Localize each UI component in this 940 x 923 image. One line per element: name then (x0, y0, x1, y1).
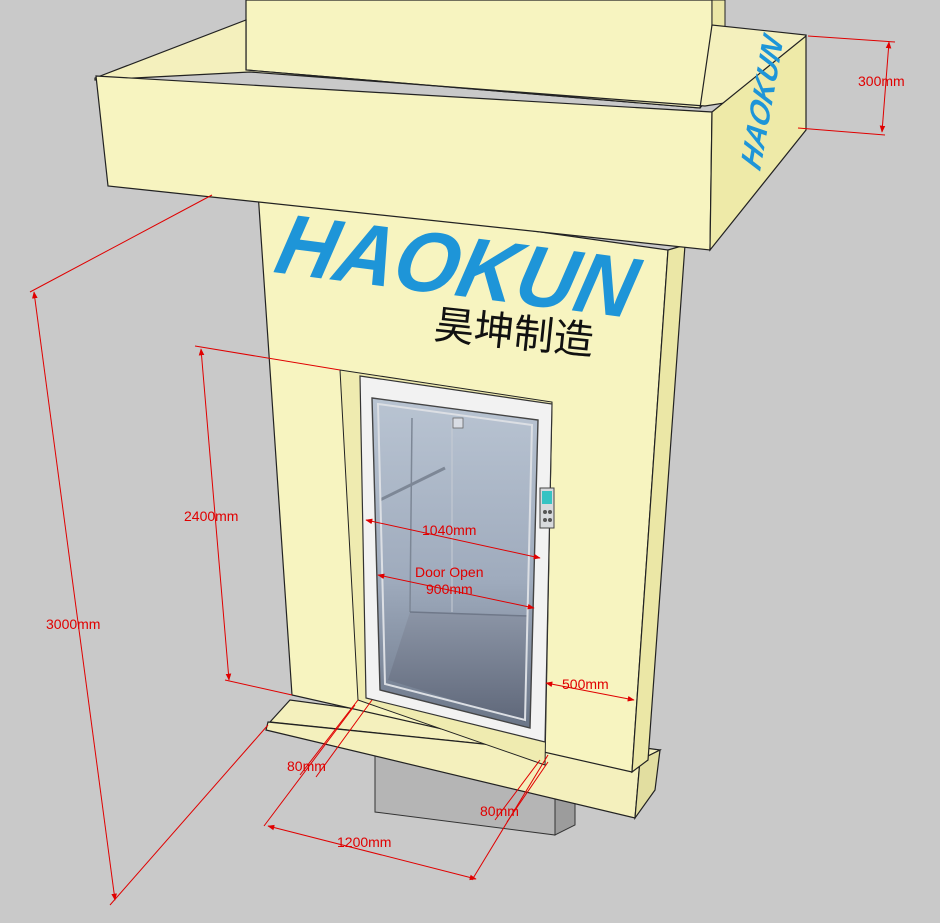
cabin-floor (388, 612, 528, 722)
dim-door-open-width: 900mm (426, 581, 473, 597)
dim-side-depth: 500mm (562, 676, 609, 692)
dim-door-height: 2400mm (184, 508, 238, 524)
dim-total-height: 3000mm (46, 616, 100, 632)
dim-door-width: 1040mm (422, 522, 476, 538)
dim-frame-right: 80mm (480, 803, 519, 819)
call-panel-display (542, 491, 552, 504)
dim-door-open-label: Door Open (415, 564, 483, 580)
canopy-side (709, 34, 807, 252)
dim-frame-left: 80mm (287, 758, 326, 774)
dim-canopy-height: 300mm (858, 73, 905, 89)
dim-base-width: 1200mm (337, 834, 391, 850)
base-slab-side (634, 748, 661, 821)
